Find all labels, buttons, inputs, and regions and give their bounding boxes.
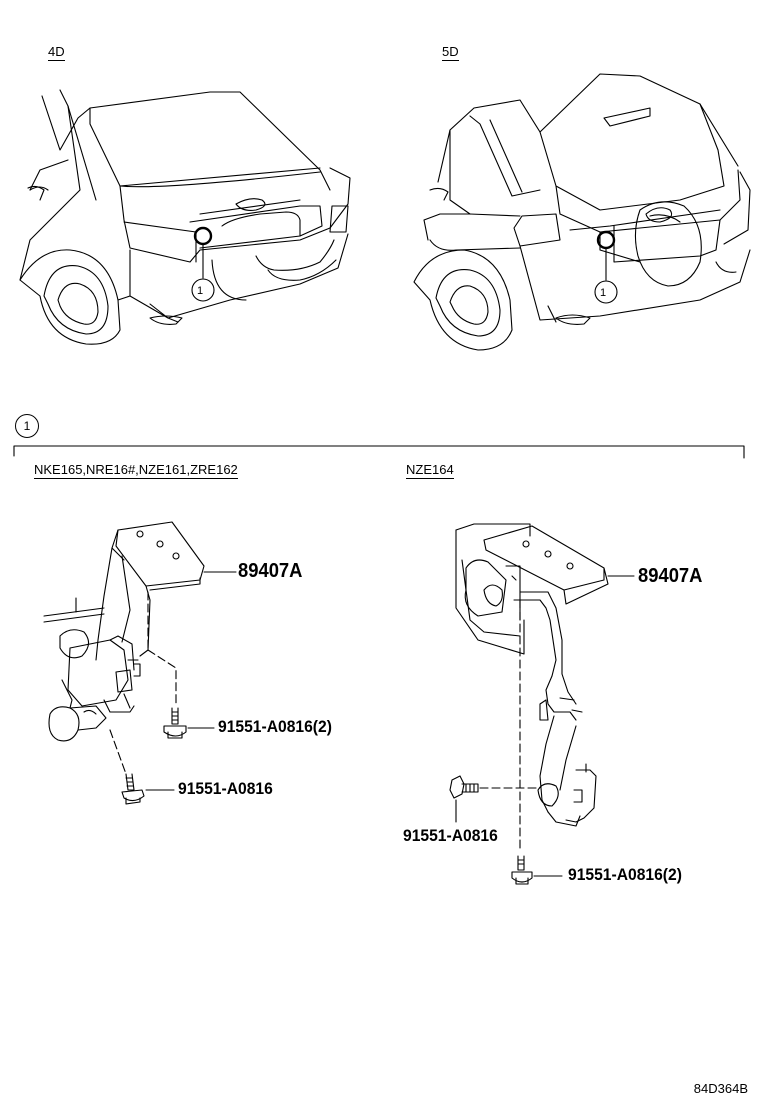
sedan-illustration — [19, 89, 351, 345]
diagram-reference-code: 84D364B — [693, 1081, 748, 1096]
sedan-callout-circle — [191, 278, 215, 302]
sedan-sensor-location-marker — [193, 226, 213, 246]
sedan-callout-number: 1 — [197, 285, 204, 297]
left-bolt-pair-drawing — [163, 707, 187, 739]
left-bolt-pair-part-number: 91551-A0816(2) — [218, 717, 332, 736]
right-bolt-drawing — [449, 775, 479, 799]
hatchback-callout-number: 1 — [600, 287, 607, 299]
right-height-sensor-assembly — [455, 523, 609, 851]
right-bolt-pair-drawing — [511, 855, 533, 885]
hatchback-callout-circle — [594, 280, 618, 304]
left-height-sensor-assembly — [43, 521, 205, 775]
left-bolt-part-number: 91551-A0816 — [178, 779, 273, 798]
right-model-codes: NZE164 — [406, 462, 454, 479]
right-bolt-part-number: 91551-A0816 — [403, 826, 498, 845]
left-bolt-drawing — [121, 773, 145, 805]
hatchback-illustration — [413, 73, 751, 351]
right-bolt-pair-part-number: 91551-A0816(2) — [568, 865, 682, 884]
hatchback-variant-label: 5D — [442, 44, 459, 61]
section-bracket — [13, 445, 745, 459]
sedan-variant-label: 4D — [48, 44, 65, 61]
left-model-codes: NKE165,NRE16#,NZE161,ZRE162 — [34, 462, 238, 479]
section-callout-number: 1 — [15, 414, 39, 438]
left-sensor-part-number: 89407A — [238, 560, 303, 582]
right-sensor-part-number: 89407A — [638, 565, 703, 587]
